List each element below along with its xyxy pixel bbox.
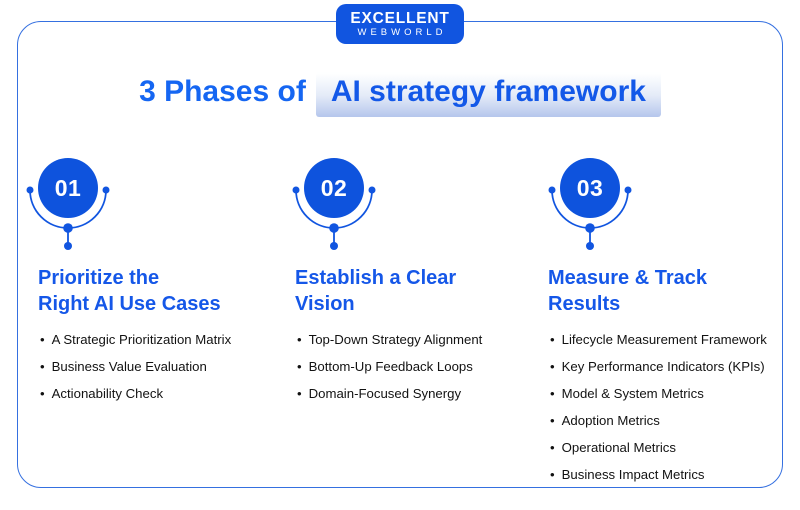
- bullet-dot: [550, 440, 555, 456]
- bullet-text: Top-Down Strategy Alignment: [308, 332, 483, 348]
- arc-end-dot-right: [368, 186, 376, 194]
- phase-title: Prioritize the Right AI Use Cases: [38, 267, 221, 315]
- list-item: Domain-Focused Synergy: [295, 386, 537, 402]
- phase-2-ornament: 02: [292, 156, 376, 252]
- list-item: Top-Down Strategy Alignment: [295, 332, 537, 348]
- phase-number: 01: [54, 174, 82, 201]
- bullet-dot: [297, 359, 302, 375]
- bullet-text: Key Performance Indicators (KPIs): [561, 359, 765, 375]
- bullet-dot: [297, 386, 302, 402]
- phase-bullet-list: Top-Down Strategy Alignment Bottom-Up Fe…: [295, 332, 537, 402]
- list-item: Key Performance Indicators (KPIs): [548, 359, 784, 375]
- bullet-text: Lifecycle Measurement Framework: [561, 332, 767, 348]
- list-item: Business Impact Metrics: [548, 467, 784, 483]
- bullet-text: A Strategic Prioritization Matrix: [51, 332, 232, 348]
- bullet-text: Bottom-Up Feedback Loops: [308, 359, 473, 375]
- bullet-dot: [40, 386, 45, 402]
- phase-number-badge: 03: [560, 158, 620, 218]
- tail-end-dot: [586, 242, 594, 250]
- arc-end-dot-left: [292, 186, 300, 194]
- phase-connector-ornament-icon: [26, 186, 110, 250]
- arc-bottom-dot: [585, 223, 595, 233]
- arc-end-dot-right: [102, 186, 110, 194]
- bullet-dot: [550, 413, 555, 429]
- list-item: Adoption Metrics: [548, 413, 784, 429]
- bullet-dot: [40, 359, 45, 375]
- tail-end-dot: [64, 242, 72, 250]
- page-title-prefix: 3 Phases of: [139, 75, 306, 108]
- list-item: Lifecycle Measurement Framework: [548, 332, 784, 348]
- phase-1-ornament: 01: [26, 156, 110, 252]
- phase-connector-ornament-icon: [292, 186, 376, 250]
- phase-bullet-list: A Strategic Prioritization Matrix Busine…: [38, 332, 290, 402]
- bullet-text: Business Impact Metrics: [561, 467, 705, 483]
- phase-2-column: 02 Establish a Clear Vision Top-Down Str…: [292, 156, 537, 413]
- phase-title: Establish a Clear Vision: [295, 267, 457, 315]
- bullet-text: Actionability Check: [51, 386, 164, 402]
- phase-connector-ornament-icon: [548, 186, 632, 250]
- bullet-text: Model & System Metrics: [561, 386, 704, 402]
- bullet-dot: [550, 386, 555, 402]
- bullet-dot: [550, 467, 555, 483]
- bullet-dot: [550, 359, 555, 375]
- phase-title: Measure & Track Results: [548, 267, 707, 315]
- list-item: Business Value Evaluation: [38, 359, 290, 375]
- brand-logo: EXCELLENT WEBWORLD: [336, 4, 464, 44]
- arc-end-dot-left: [26, 186, 34, 194]
- list-item: Operational Metrics: [548, 440, 784, 456]
- phase-3-ornament: 03: [548, 156, 632, 252]
- list-item: Model & System Metrics: [548, 386, 784, 402]
- phase-bullet-list: Lifecycle Measurement Framework Key Perf…: [548, 332, 784, 483]
- phase-1-column: 01 Prioritize the Right AI Use Cases A S…: [26, 156, 290, 413]
- phase-number-badge: 02: [304, 158, 364, 218]
- phase-number: 02: [320, 174, 348, 201]
- bullet-dot: [297, 332, 302, 348]
- bullet-text: Domain-Focused Synergy: [308, 386, 462, 402]
- bullet-text: Operational Metrics: [561, 440, 676, 456]
- phase-number-badge: 01: [38, 158, 98, 218]
- list-item: A Strategic Prioritization Matrix: [38, 332, 290, 348]
- brand-subname: WEBWORLD: [357, 26, 447, 38]
- bullet-dot: [550, 332, 555, 348]
- phase-number: 03: [576, 174, 604, 201]
- phase-3-column: 03 Measure & Track Results Lifecycle Mea…: [548, 156, 784, 494]
- page-title-highlight: AI strategy framework: [315, 72, 661, 117]
- arc-end-dot-right: [624, 186, 632, 194]
- bullet-dot: [40, 332, 45, 348]
- tail-end-dot: [330, 242, 338, 250]
- brand-name: EXCELLENT: [350, 9, 450, 27]
- arc-bottom-dot: [63, 223, 73, 233]
- list-item: Actionability Check: [38, 386, 290, 402]
- arc-end-dot-left: [548, 186, 556, 194]
- arc-bottom-dot: [329, 223, 339, 233]
- bullet-text: Adoption Metrics: [561, 413, 660, 429]
- bullet-text: Business Value Evaluation: [51, 359, 207, 375]
- page-title: 3 Phases of AI strategy framework: [0, 72, 800, 117]
- list-item: Bottom-Up Feedback Loops: [295, 359, 537, 375]
